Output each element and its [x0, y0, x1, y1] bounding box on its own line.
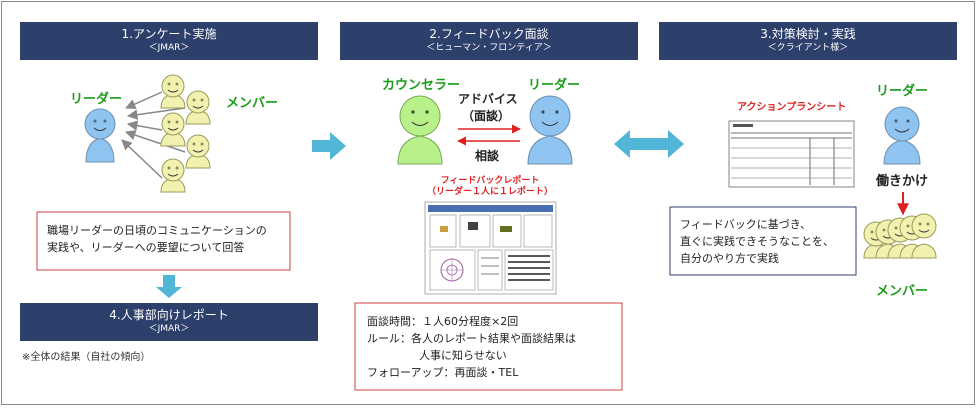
right-arrow-1-2 — [312, 132, 346, 160]
step1-answer-line-2: 実践や、リーダーへの要望について回答 — [47, 241, 245, 254]
step3-header: 3.対策検討・実践 ＜クライアント様＞ — [659, 22, 957, 60]
action-plan-title: アクションプランシート — [737, 102, 847, 113]
step4-header: 4.人事部向けレポート ＜JMAR＞ — [20, 303, 318, 341]
report-title: フィードバックレポート （リーダー１人に１レポート） — [420, 176, 560, 198]
step1-leader-figure — [84, 108, 116, 163]
step3-member-label: メンバー — [876, 284, 929, 299]
consult-label: 相談 — [475, 149, 500, 163]
step3-practice-box: フィードバックに基づき、 直ぐに実践できそうなことを、 自分のやり方で実践 — [680, 216, 852, 267]
step1-subtitle: ＜JMAR＞ — [148, 43, 190, 53]
practice-line-3: 自分のやり方で実践 — [680, 252, 779, 265]
rules-line-4: フォローアップ：再面談・TEL — [367, 366, 519, 379]
rules-line-3: 人事に知らせない — [419, 349, 507, 362]
step1-leader-label: リーダー — [70, 92, 123, 107]
interview-label: （面談） — [462, 109, 511, 123]
step4-title: 4.人事部向けレポート — [109, 308, 229, 322]
action-plan-sheet-thumbnail — [728, 120, 855, 188]
step4-note: ※全体の結果（自社の傾向） — [22, 352, 151, 363]
advice-label: アドバイス — [458, 92, 518, 106]
survey-arrows — [121, 91, 186, 179]
step3-leader-label: リーダー — [876, 84, 929, 99]
feedback-report-thumbnail — [424, 201, 557, 295]
step3-leader-figure — [883, 106, 921, 165]
rules-line-2: ルール：各人のレポート結果や面談結果は — [367, 332, 576, 345]
rules-line-1: 面談時間：１人60分程度×2回 — [367, 315, 519, 328]
step1-member-figures — [160, 74, 211, 193]
down-arrow — [156, 275, 182, 298]
step2-title: 2.フィードバック面談 — [429, 27, 549, 41]
step2-rules-box: 面談時間：１人60分程度×2回 ルール：各人のレポート結果や面談結果は 人事に知… — [367, 313, 617, 381]
step1-title: 1.アンケート実施 — [121, 27, 217, 41]
step1-answer-line-1: 職場リーダーの日頃のコミュニケーションの — [47, 224, 267, 237]
step1-header: 1.アンケート実施 ＜JMAR＞ — [20, 22, 318, 60]
counselor-label: カウンセラー — [382, 78, 461, 93]
step2-leader-figure — [527, 95, 573, 165]
step2-header: 2.フィードバック面談 ＜ヒューマン・フロンティア＞ — [340, 22, 638, 60]
step3-title: 3.対策検討・実践 — [760, 27, 856, 41]
practice-line-2: 直ぐに実践できそうなことを、 — [680, 235, 834, 248]
step3-subtitle: ＜クライアント様＞ — [767, 43, 849, 53]
step1-answer-box: 職場リーダーの日頃のコミュニケーションの 実践や、リーダーへの要望について回答 — [47, 222, 287, 256]
counselor-figure — [397, 95, 443, 165]
step2-leader-label: リーダー — [528, 78, 581, 93]
step3-member-figures — [863, 213, 937, 259]
influence-label: 働きかけ — [876, 174, 929, 189]
step2-subtitle: ＜ヒューマン・フロンティア＞ — [426, 43, 552, 53]
step1-member-label: メンバー — [226, 96, 279, 111]
report-title-line-2: （リーダー１人に１レポート） — [426, 187, 553, 197]
double-arrow-2-3 — [614, 130, 684, 158]
report-title-line-1: フィードバックレポート — [440, 176, 540, 186]
step4-subtitle: ＜JMAR＞ — [148, 324, 190, 334]
practice-line-1: フィードバックに基づき、 — [680, 218, 812, 231]
